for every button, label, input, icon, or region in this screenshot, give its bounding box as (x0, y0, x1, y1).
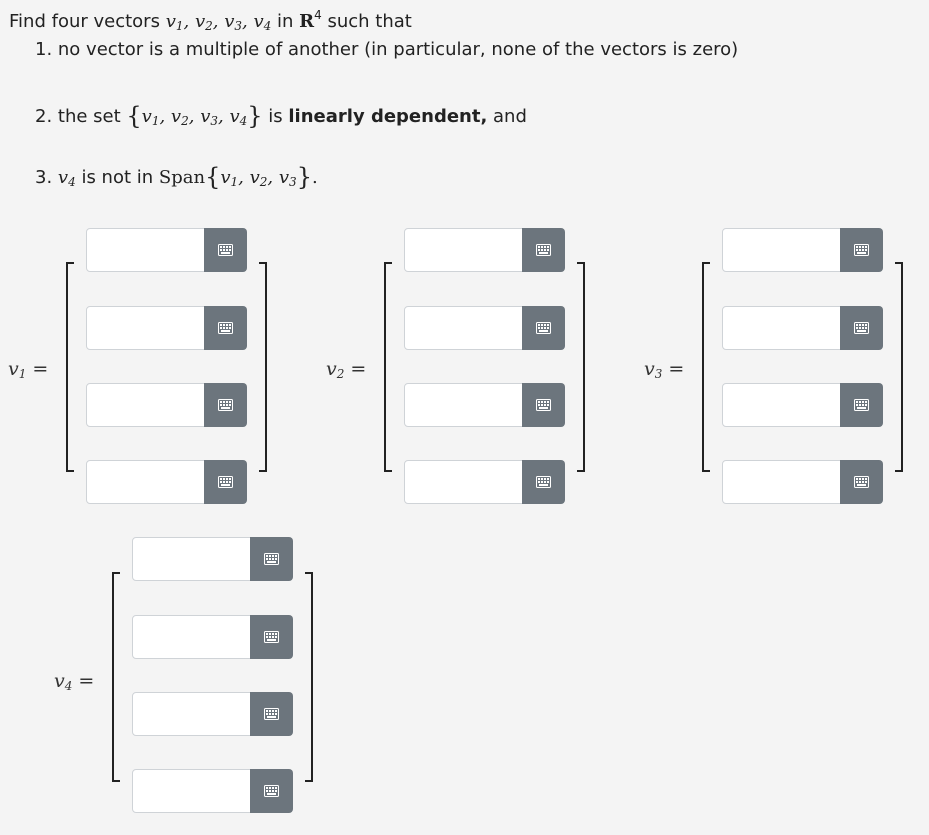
entry-v1-3-input[interactable] (86, 383, 205, 427)
entry-v4-2[interactable] (132, 615, 293, 659)
vector-v2-label: v2= (326, 358, 367, 381)
entry-v1-2-input[interactable] (86, 306, 205, 350)
keyboard-icon (536, 322, 551, 334)
entry-v2-2-input[interactable] (404, 306, 523, 350)
entry-v4-4[interactable] (132, 769, 293, 813)
entry-v3-3[interactable] (722, 383, 883, 427)
entry-v3-3-input[interactable] (722, 383, 841, 427)
right-bracket (577, 262, 585, 472)
entry-v4-3-input[interactable] (132, 692, 251, 736)
vector-v3-label: v3= (644, 358, 685, 381)
keyboard-button[interactable] (204, 306, 247, 350)
entry-v3-2[interactable] (722, 306, 883, 350)
keyboard-icon (218, 476, 233, 488)
condition-3: 3. v4 is not in Span{v1, v2, v3}. (35, 163, 318, 191)
keyboard-icon (264, 785, 279, 797)
keyboard-button[interactable] (840, 460, 883, 504)
entry-v1-4[interactable] (86, 460, 247, 504)
keyboard-button[interactable] (250, 537, 293, 581)
left-bracket (384, 262, 392, 472)
entry-v4-2-input[interactable] (132, 615, 251, 659)
keyboard-button[interactable] (522, 383, 565, 427)
entry-v2-3[interactable] (404, 383, 565, 427)
entry-v2-4-input[interactable] (404, 460, 523, 504)
entry-v3-4-input[interactable] (722, 460, 841, 504)
keyboard-icon (536, 399, 551, 411)
keyboard-button[interactable] (840, 306, 883, 350)
keyboard-icon (218, 399, 233, 411)
entry-v1-3[interactable] (86, 383, 247, 427)
keyboard-icon (854, 399, 869, 411)
keyboard-icon (264, 553, 279, 565)
entry-v1-2[interactable] (86, 306, 247, 350)
entry-v4-4-input[interactable] (132, 769, 251, 813)
keyboard-button[interactable] (250, 615, 293, 659)
keyboard-icon (854, 322, 869, 334)
condition-1: 1. no vector is a multiple of another (i… (35, 39, 739, 60)
entry-v3-1-input[interactable] (722, 228, 841, 272)
keyboard-button[interactable] (522, 460, 565, 504)
question-intro: Find four vectors v1, v2, v3, v4 in R4 s… (9, 8, 412, 33)
entry-v4-3[interactable] (132, 692, 293, 736)
entry-v2-4[interactable] (404, 460, 565, 504)
entry-v1-1[interactable] (86, 228, 247, 272)
left-bracket (112, 572, 120, 782)
keyboard-button[interactable] (522, 306, 565, 350)
entry-v2-3-input[interactable] (404, 383, 523, 427)
condition-2: 2. the set {v1, v2, v3, v4} is linearly … (35, 102, 527, 130)
right-bracket (259, 262, 267, 472)
entry-v3-4[interactable] (722, 460, 883, 504)
keyboard-button[interactable] (204, 460, 247, 504)
left-bracket (702, 262, 710, 472)
entry-v4-1[interactable] (132, 537, 293, 581)
keyboard-icon (264, 631, 279, 643)
keyboard-button[interactable] (840, 383, 883, 427)
vector-v1-label: v1= (8, 358, 49, 381)
left-bracket (66, 262, 74, 472)
entry-v3-1[interactable] (722, 228, 883, 272)
keyboard-button[interactable] (204, 383, 247, 427)
keyboard-button[interactable] (204, 228, 247, 272)
entry-v2-1-input[interactable] (404, 228, 523, 272)
keyboard-button[interactable] (250, 692, 293, 736)
entry-v3-2-input[interactable] (722, 306, 841, 350)
entry-v2-1[interactable] (404, 228, 565, 272)
keyboard-button[interactable] (250, 769, 293, 813)
keyboard-icon (536, 244, 551, 256)
entry-v1-4-input[interactable] (86, 460, 205, 504)
keyboard-button[interactable] (522, 228, 565, 272)
entry-v2-2[interactable] (404, 306, 565, 350)
right-bracket (305, 572, 313, 782)
keyboard-icon (536, 476, 551, 488)
keyboard-icon (854, 476, 869, 488)
keyboard-icon (854, 244, 869, 256)
right-bracket (895, 262, 903, 472)
keyboard-icon (218, 244, 233, 256)
keyboard-icon (218, 322, 233, 334)
entry-v1-1-input[interactable] (86, 228, 205, 272)
vector-v4-label: v4= (54, 670, 95, 693)
keyboard-button[interactable] (840, 228, 883, 272)
keyboard-icon (264, 708, 279, 720)
entry-v4-1-input[interactable] (132, 537, 251, 581)
